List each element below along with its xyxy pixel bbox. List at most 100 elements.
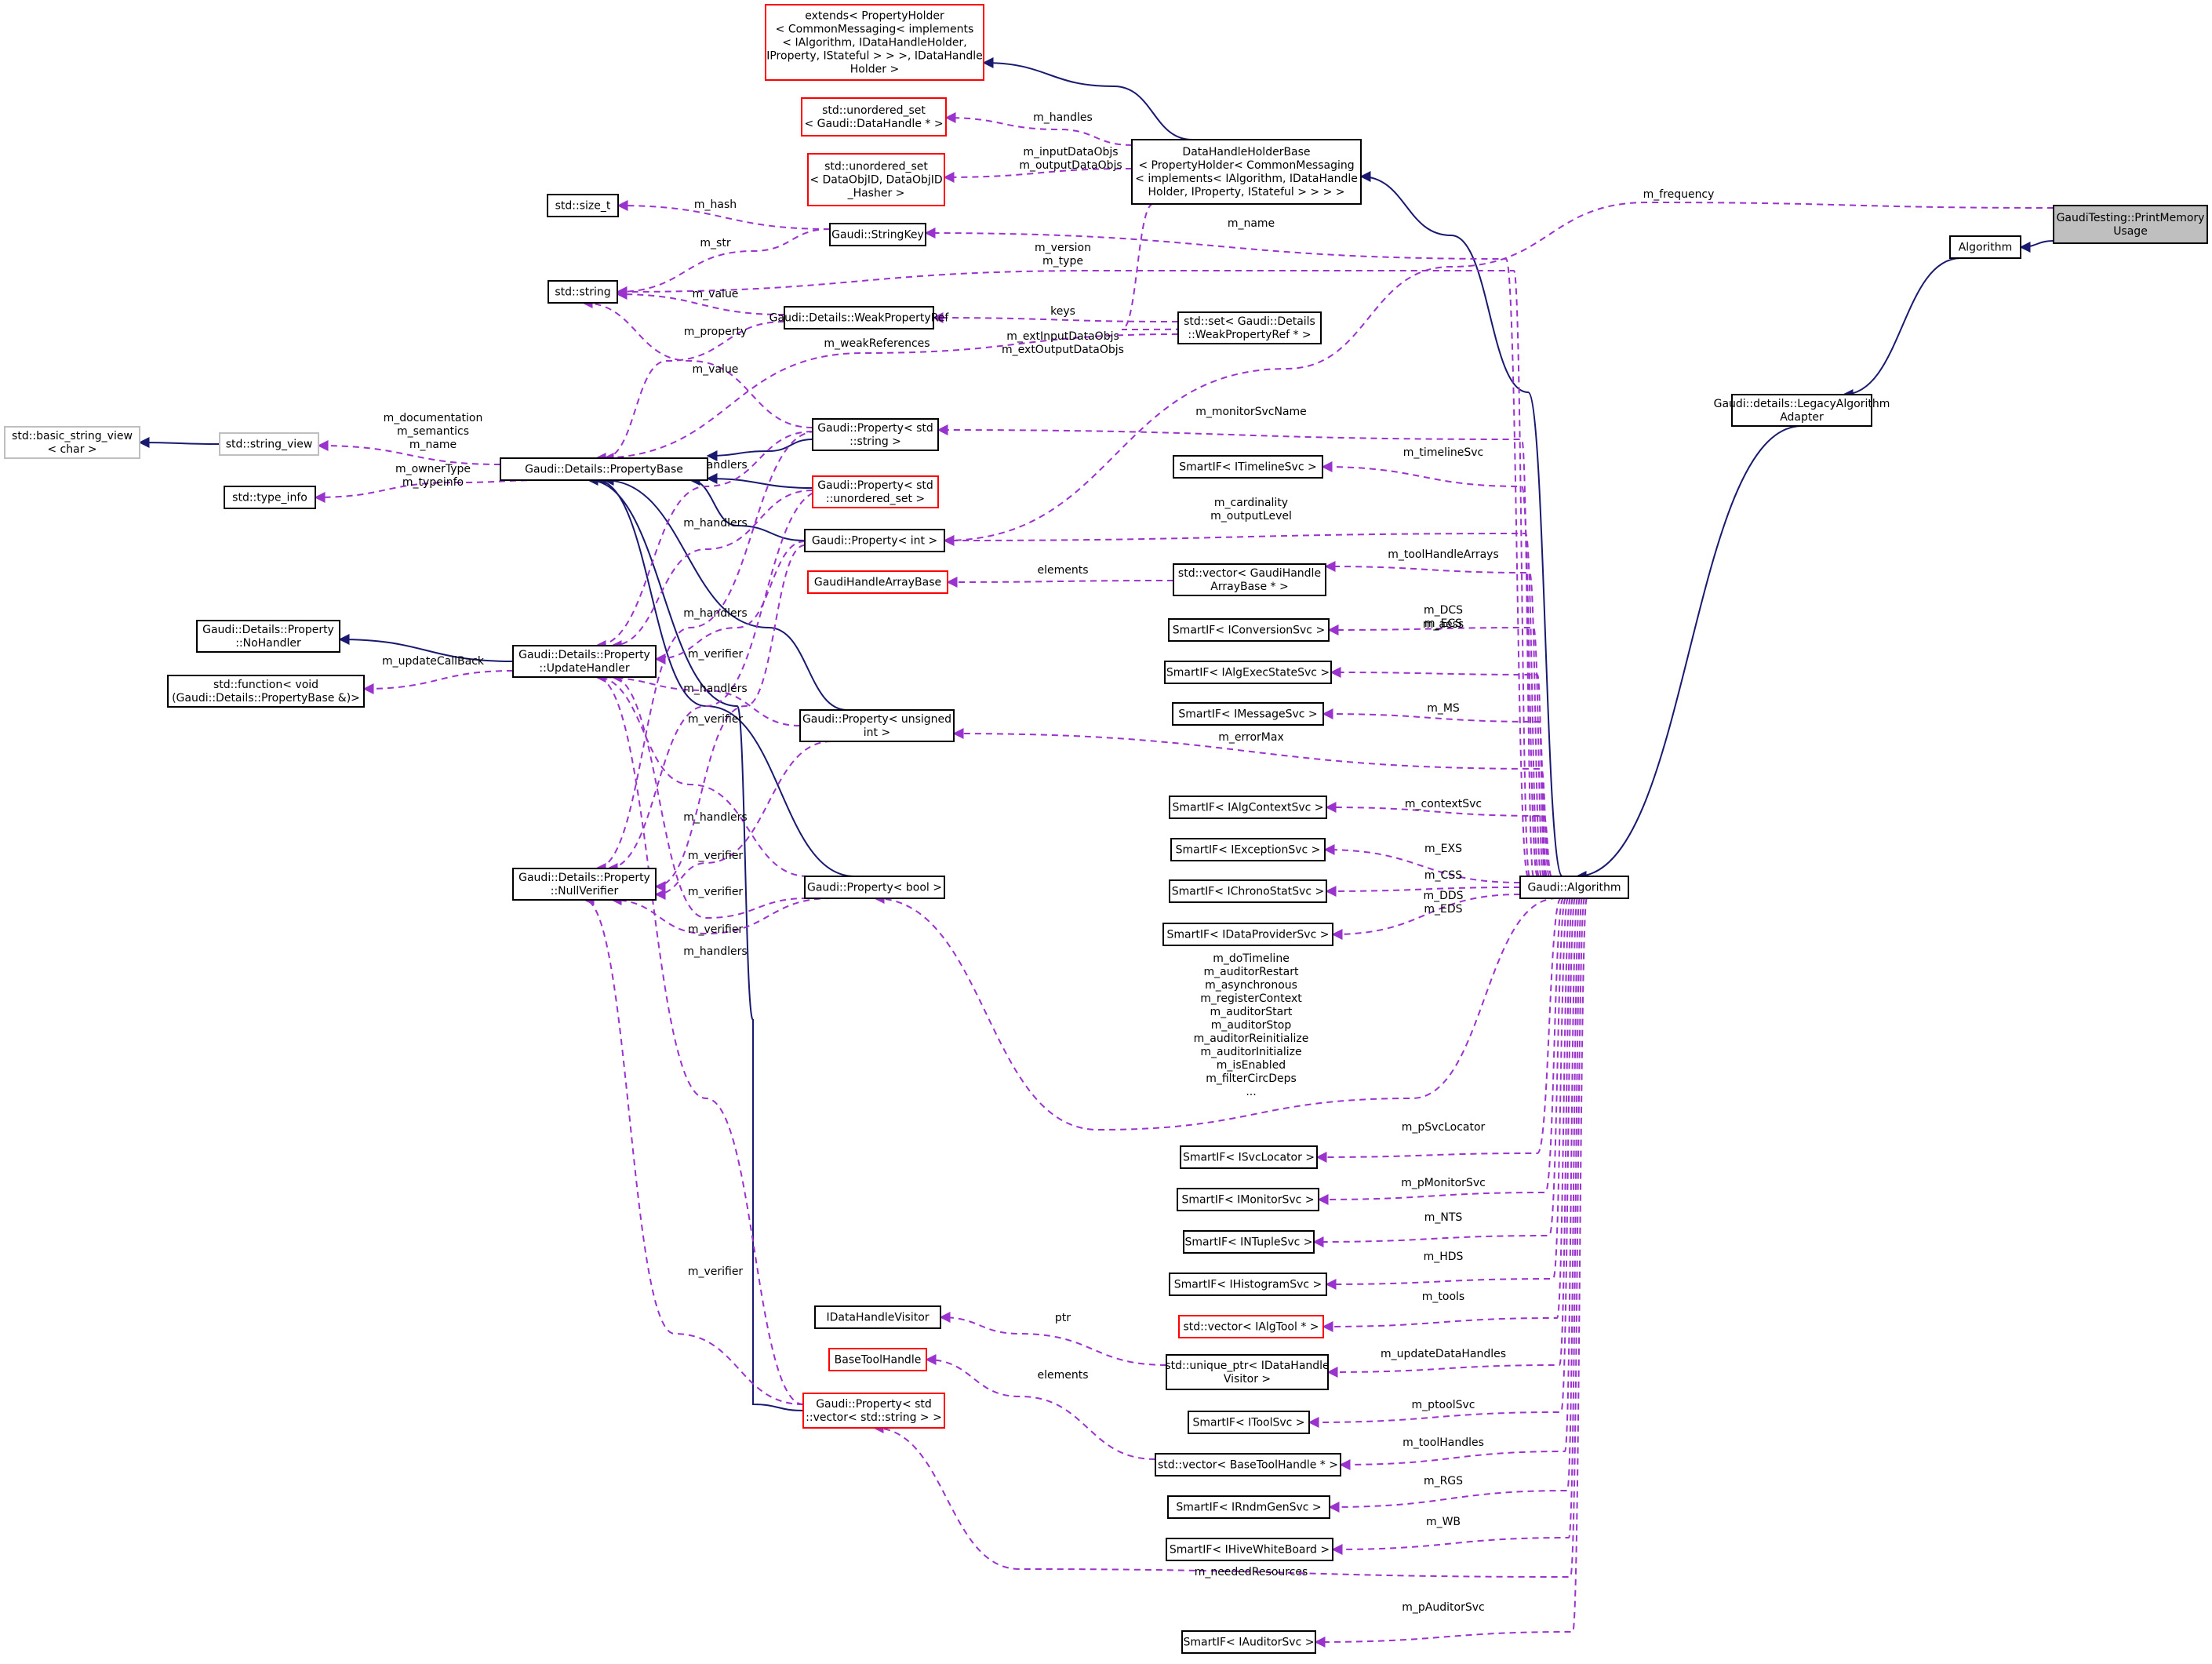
usage-edge-updatehandler (610, 490, 813, 651)
class-node-sif-tool[interactable]: SmartIF< IToolSvc > (1188, 1411, 1310, 1434)
usage-edge-sif_timeline (1321, 461, 1538, 877)
class-node-sif-aud[interactable]: SmartIF< IAuditorSvc > (1181, 1630, 1316, 1654)
edge-label-name: m_name (1228, 217, 1275, 230)
usage-edge-propbase (602, 321, 785, 464)
class-node-bsv[interactable]: std::basic_string_view< char > (4, 426, 140, 459)
svg-text:std::size_t: std::size_t (555, 200, 611, 213)
usage-edge-weakref (932, 312, 1179, 324)
class-node-sif-chrono[interactable]: SmartIF< IChronoStatSvc > (1169, 879, 1327, 903)
class-node-sif-algctx[interactable]: SmartIF< IAlgContextSvc > (1169, 796, 1327, 819)
usage-edge-sif_msg (1322, 708, 1548, 877)
edge-label-toolarrays: m_toolHandleArrays (1388, 548, 1499, 561)
class-node-sif-timeline[interactable]: SmartIF< ITimelineSvc > (1173, 455, 1323, 479)
svg-text:SmartIF< IAlgExecStateSvc >: SmartIF< IAlgExecStateSvc > (1166, 667, 1330, 679)
svg-text:SmartIF< ITimelineSvc >: SmartIF< ITimelineSvc > (1179, 461, 1316, 474)
inheritance-edge-propbase (706, 439, 813, 461)
class-node-stringkey[interactable]: Gaudi::StringKey (829, 223, 926, 246)
svg-text:Gaudi::Details::WeakPropertyRe: Gaudi::Details::WeakPropertyRef (769, 312, 950, 325)
class-node-size-t[interactable]: std::size_t (547, 194, 619, 217)
svg-text:SmartIF< IToolSvc >: SmartIF< IToolSvc > (1192, 1417, 1304, 1429)
class-node-type-info[interactable]: std::type_info (224, 486, 316, 509)
usage-edge-prop_string (937, 424, 1534, 877)
svg-text:SmartIF< IExceptionSvc >: SmartIF< IExceptionSvc > (1176, 844, 1321, 857)
usage-edge-stringkey (924, 228, 1529, 877)
svg-text:std::set< Gaudi::Details::Weak: std::set< Gaudi::Details::WeakPropertyRe… (1184, 315, 1315, 341)
inheritance-edge-gaudi_algorithm (1575, 425, 1803, 882)
svg-text:SmartIF< IConversionSvc >: SmartIF< IConversionSvc > (1173, 624, 1325, 637)
svg-text:IDataHandleVisitor: IDataHandleVisitor (826, 1312, 929, 1324)
class-node-prop-bool[interactable]: Gaudi::Property< bool > (804, 876, 945, 899)
edge-label-handlers5: m_handlers (683, 811, 747, 824)
edge-label-handles: m_handles (1033, 111, 1093, 124)
usage-edge-basetoolhandle (925, 1354, 1156, 1460)
class-node-prop-uset[interactable]: Gaudi::Property< std::unordered_set > (812, 475, 939, 508)
class-node-sif-svcloc[interactable]: SmartIF< ISvcLocator > (1180, 1145, 1318, 1169)
class-node-sif-rndm[interactable]: SmartIF< IRndmGenSvc > (1167, 1495, 1330, 1519)
class-node-extends[interactable]: extends< PropertyHolder< CommonMessaging… (765, 4, 984, 81)
usage-edge-sif_ntuple (1312, 898, 1566, 1247)
svg-text:Gaudi::Details::Property::NoHa: Gaudi::Details::Property::NoHandler (202, 624, 334, 650)
edge-label-ptoolsvc: m_ptoolSvc (1412, 1399, 1475, 1411)
usage-edge-vec_bth (1339, 898, 1578, 1470)
svg-text:SmartIF< IAuditorSvc >: SmartIF< IAuditorSvc > (1184, 1637, 1315, 1649)
class-node-weakref[interactable]: Gaudi::Details::WeakPropertyRef (769, 306, 950, 330)
svg-text:SmartIF< IHistogramSvc >: SmartIF< IHistogramSvc > (1174, 1279, 1322, 1291)
class-node-propbase[interactable]: Gaudi::Details::PropertyBase (500, 457, 708, 481)
class-node-prop-string[interactable]: Gaudi::Property< std::string > (812, 418, 939, 451)
svg-text:SmartIF< IDataProviderSvc >: SmartIF< IDataProviderSvc > (1167, 929, 1330, 941)
class-node-nullverifier[interactable]: Gaudi::Details::Property::NullVerifier (512, 868, 657, 901)
class-node-dhvisitor[interactable]: IDataHandleVisitor (814, 1305, 941, 1329)
edge-label-value1: m_value (693, 288, 739, 300)
class-node-prop-int[interactable]: Gaudi::Property< int > (804, 529, 945, 552)
class-node-sif-dp[interactable]: SmartIF< IDataProviderSvc > (1162, 923, 1333, 946)
class-node-uset-dh[interactable]: std::unordered_set< Gaudi::DataHandle * … (801, 97, 947, 137)
class-node-sif-algexec[interactable]: SmartIF< IAlgExecStateSvc > (1164, 661, 1332, 684)
class-node-basetoolhandle[interactable]: BaseToolHandle (828, 1348, 927, 1371)
class-node-sif-exc[interactable]: SmartIF< IExceptionSvc > (1170, 838, 1326, 861)
class-node-gaudi-algorithm[interactable]: Gaudi::Algorithm (1519, 876, 1629, 899)
class-node-sif-mon[interactable]: SmartIF< IMonitorSvc > (1177, 1188, 1319, 1211)
class-node-sif-msg[interactable]: SmartIF< IMessageSvc > (1172, 702, 1324, 726)
class-node-prop-vecstr[interactable]: Gaudi::Property< std::vector< std::strin… (802, 1393, 945, 1429)
class-node-vec-bth[interactable]: std::vector< BaseToolHandle * > (1155, 1453, 1341, 1476)
class-node-stdfunc[interactable]: std::function< void(Gaudi::Details::Prop… (167, 675, 365, 708)
class-node-string[interactable]: std::string (548, 280, 618, 304)
class-node-sif-wb[interactable]: SmartIF< IHiveWhiteBoard > (1166, 1538, 1333, 1561)
class-node-nohandler[interactable]: Gaudi::Details::Property::NoHandler (196, 620, 340, 653)
class-node-algorithm-ext[interactable]: Algorithm (1949, 235, 2021, 259)
svg-text:std::function< void(Gaudi::Det: std::function< void(Gaudi::Details::Prop… (172, 679, 360, 705)
usage-edge-nullverifier (654, 741, 832, 900)
svg-text:Gaudi::Property< int >: Gaudi::Property< int > (812, 535, 937, 548)
edge-label-handlers3: m_handlers (683, 607, 747, 620)
svg-text:std::vector< BaseToolHandle *: std::vector< BaseToolHandle * > (1158, 1459, 1338, 1472)
class-node-vec-algtool[interactable]: std::vector< IAlgTool * > (1178, 1315, 1324, 1338)
class-node-updatehandler[interactable]: Gaudi::Details::Property::UpdateHandler (512, 645, 657, 678)
usage-edge-updatehandler (595, 672, 809, 877)
inheritance-edge-extends (982, 57, 1193, 140)
edge-label-weakrefs: m_weakReferences (824, 337, 930, 350)
class-node-sif-hist[interactable]: SmartIF< IHistogramSvc > (1169, 1273, 1327, 1296)
edge-label-verifier4: m_verifier (688, 886, 744, 898)
class-node-sif-ntuple[interactable]: SmartIF< INTupleSvc > (1183, 1230, 1315, 1254)
class-node-string-view[interactable]: std::string_view (219, 432, 319, 456)
edge-label-wb: m_WB (1426, 1516, 1461, 1528)
class-node-ghab[interactable]: GaudiHandleArrayBase (807, 570, 948, 594)
class-node-dhhb[interactable]: DataHandleHolderBase< PropertyHolder< Co… (1131, 139, 1362, 205)
svg-text:Gaudi::Property< bool >: Gaudi::Property< bool > (807, 882, 942, 894)
edge-label-timeline: m_timelineSvc (1403, 446, 1483, 459)
class-node-uset-obj[interactable]: std::unordered_set< DataObjID, DataObjID… (807, 153, 945, 206)
class-node-set-weak[interactable]: std::set< Gaudi::Details::WeakPropertyRe… (1177, 311, 1322, 344)
class-node-sif-conv[interactable]: SmartIF< IConversionSvc > (1168, 618, 1330, 642)
usage-edge-prop_int (943, 532, 1540, 877)
usage-edge-sif_aud (1314, 898, 1588, 1648)
usage-edge-sif_conv (1327, 624, 1544, 877)
